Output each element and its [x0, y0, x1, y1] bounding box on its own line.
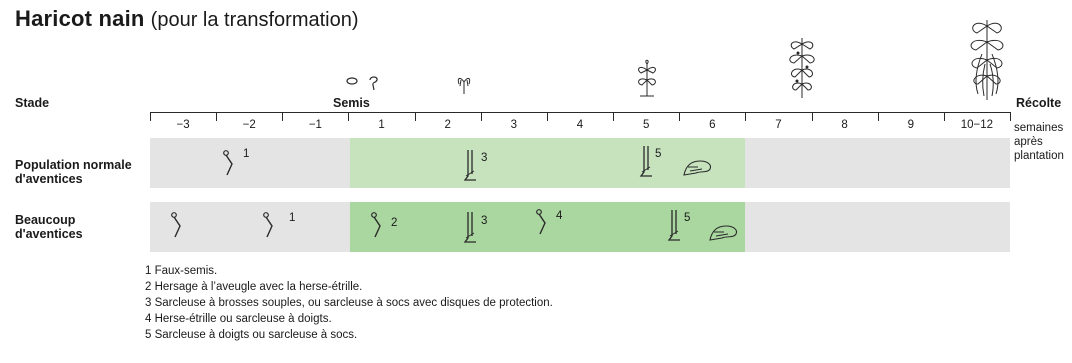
timeline-tick	[546, 112, 548, 121]
row-many-marker-1: 1	[289, 212, 296, 224]
mature-bean-plant-icon	[970, 20, 1004, 100]
timeline-tick	[811, 112, 813, 121]
hoe-blade-icon	[463, 212, 476, 243]
timeline-tick	[480, 112, 482, 121]
timeline-tick	[150, 112, 151, 121]
week-label: 7	[775, 119, 782, 131]
hoe-blade-icon	[667, 210, 680, 241]
row-normal-green-band	[350, 138, 745, 188]
row-normal-label: Population normale d'aventices	[15, 158, 132, 186]
row-many-marker-4: 4	[556, 210, 563, 222]
row-normal-label-line1: Population normale	[15, 158, 132, 172]
legend-item-1: 1 Faux-semis.	[145, 265, 218, 277]
week-label: −3	[176, 119, 190, 131]
row-many-grey-band	[150, 202, 350, 252]
row-normal-label-line2: d'aventices	[15, 172, 83, 186]
week-label: 9	[907, 119, 914, 131]
timeline-tick	[613, 112, 615, 121]
row-normal-marker-5: 5	[655, 148, 662, 160]
semis-label: Semis	[333, 96, 370, 110]
germinating-seed-icon	[369, 76, 378, 91]
timeline-tick	[348, 112, 350, 121]
recolte-label: Récolte	[1016, 96, 1062, 110]
week-label: −1	[308, 119, 322, 131]
week-label: 8	[841, 119, 848, 131]
legend: 1 Faux-semis. 2 Hersage à l’aveugle avec…	[145, 263, 553, 343]
row-normal-marker-3: 3	[481, 152, 488, 164]
seedling-icon	[457, 77, 471, 94]
timeline-tick	[1010, 112, 1011, 121]
row-normal-marker-1: 1	[243, 148, 250, 160]
row-many-label: Beaucoup d'aventices	[15, 213, 83, 241]
week-label: 5	[642, 119, 650, 131]
chart-title: Haricot nain (pour la transformation)	[15, 6, 359, 31]
week-label: 2	[444, 119, 451, 131]
weeks-unit-line3: plantation	[1014, 150, 1064, 162]
timeline-tick	[877, 112, 879, 121]
timeline-tick	[282, 112, 284, 121]
row-many-marker-3: 3	[481, 215, 488, 227]
row-many-label-line2: d'aventices	[15, 227, 83, 241]
week-label: −2	[242, 119, 256, 131]
week-label: 6	[709, 119, 716, 131]
tine-harrow-icon	[171, 212, 181, 238]
timeline-tick	[745, 112, 747, 121]
timeline-axis	[150, 112, 1010, 113]
row-many-label-line1: Beaucoup	[15, 213, 76, 227]
seed-sprout-icon	[346, 77, 358, 85]
week-label: 1	[378, 119, 385, 131]
legend-item-5: 5 Sarcleuse à doigts ou sarcleuse à socs…	[145, 329, 358, 341]
weeks-unit-label: semaines après plantation	[1014, 121, 1064, 163]
finger-weeder-icon	[683, 160, 712, 176]
timeline-tick	[216, 112, 218, 121]
hoe-blade-icon	[463, 150, 476, 181]
tine-harrow-icon	[263, 212, 273, 238]
row-many-grey-band-after	[745, 202, 1010, 252]
flowering-bean-plant-icon	[789, 38, 815, 98]
young-bean-plant-icon	[638, 59, 656, 97]
title-crop: Haricot nain	[15, 6, 145, 31]
tine-harrow-icon	[536, 209, 546, 235]
row-normal-grey-band	[150, 138, 350, 188]
hoe-blade-icon	[639, 146, 652, 177]
timeline-tick	[414, 112, 416, 121]
legend-item-2: 2 Hersage à l’aveugle avec la herse-étri…	[145, 281, 363, 293]
row-many-marker-5: 5	[684, 212, 691, 224]
timeline-tick	[943, 112, 945, 121]
tine-harrow-icon	[223, 150, 233, 176]
legend-item-3: 3 Sarcleuse à brosses souples, ou sarcle…	[145, 297, 553, 309]
timeline-tick	[679, 112, 681, 121]
week-label: 4	[576, 119, 584, 131]
row-many-marker-2: 2	[391, 217, 398, 229]
tine-harrow-icon	[371, 212, 381, 238]
title-subtitle: (pour la transformation)	[150, 9, 359, 31]
row-many-green-band	[350, 202, 745, 252]
weeks-unit-line1: semaines	[1014, 122, 1064, 134]
row-normal-grey-band-after	[745, 138, 1010, 188]
legend-item-4: 4 Herse-étrille ou sarcleuse à doigts.	[145, 313, 332, 325]
stage-label: Stade	[15, 96, 50, 110]
finger-weeder-icon	[709, 225, 738, 241]
weeks-unit-line2: après	[1014, 136, 1043, 148]
week-label: 10−12	[960, 119, 994, 131]
week-label: 3	[510, 119, 518, 131]
